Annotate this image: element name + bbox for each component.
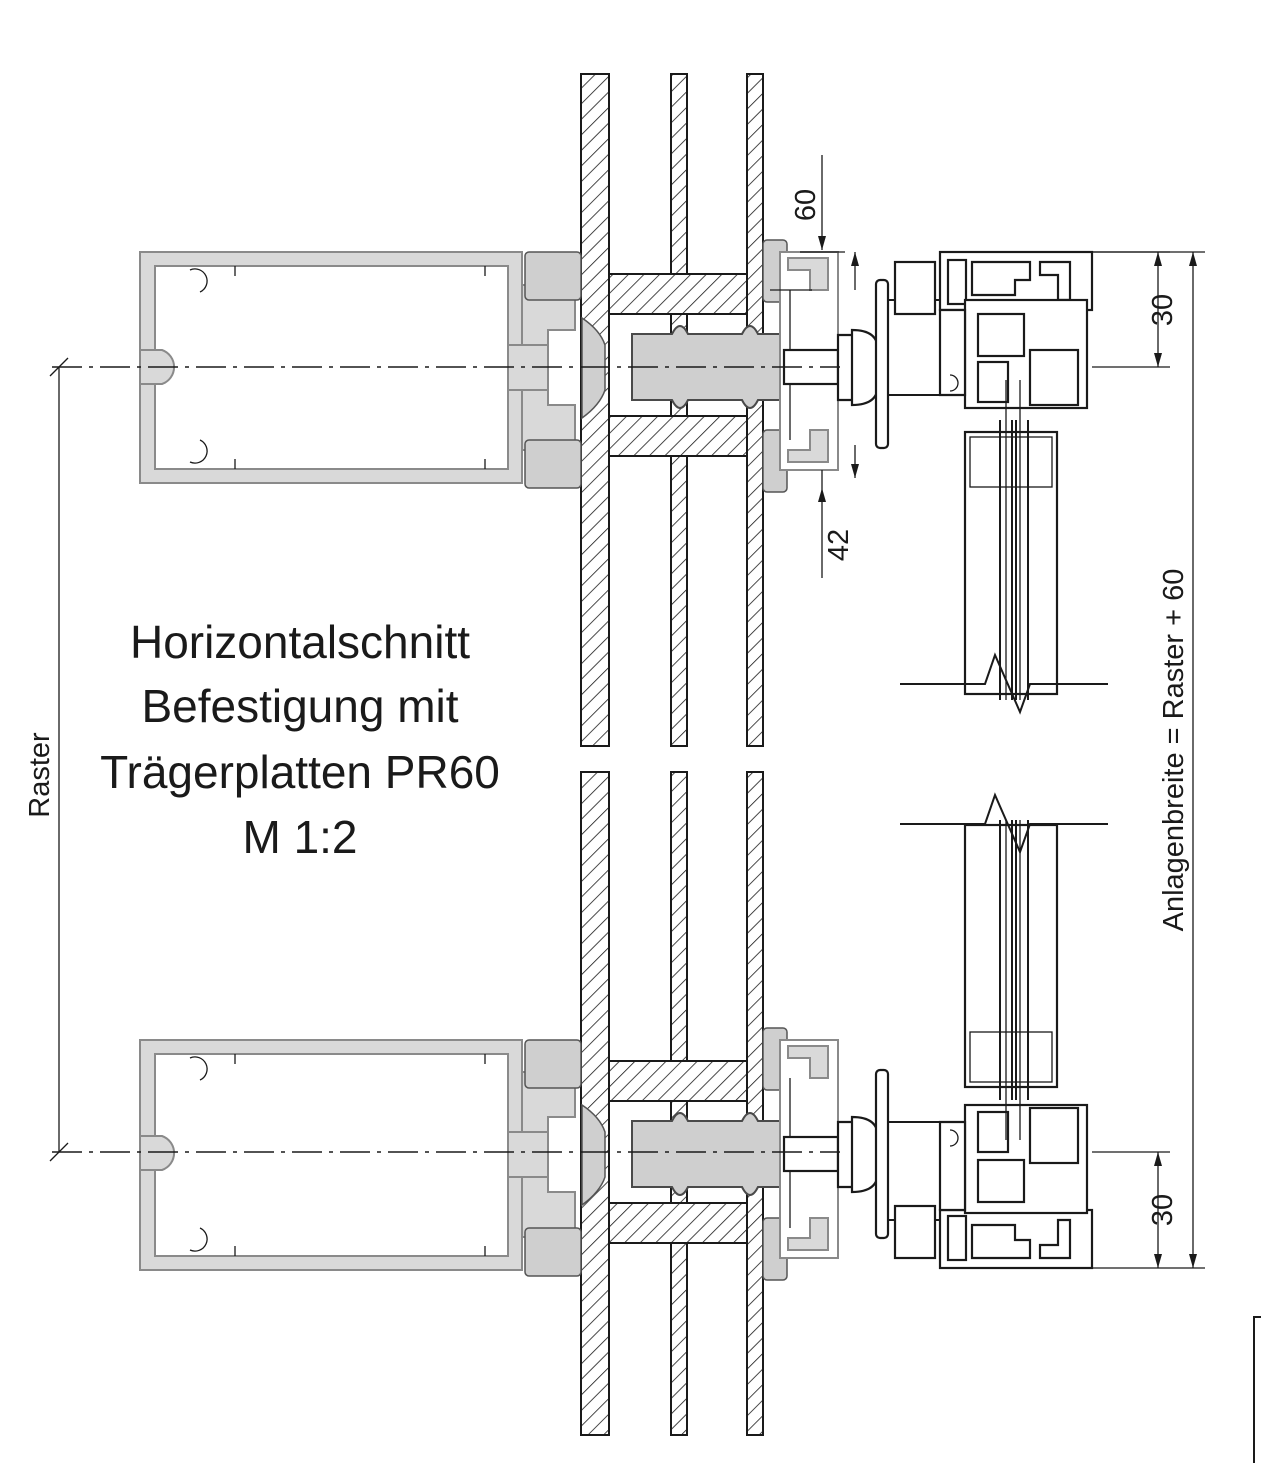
glass-pane-outer-bottom <box>580 771 610 1436</box>
glass-pane-middle-bottom <box>670 771 688 1436</box>
dim-label-gap: 42 <box>823 529 855 561</box>
title-line-1: Horizontalschnitt <box>130 616 470 668</box>
dimension-bracket-bottom <box>1092 1151 1205 1269</box>
spacer-top-2 <box>608 415 748 457</box>
insulator-core-bottom <box>631 1112 783 1196</box>
dimension-top-offset <box>800 155 845 253</box>
title-line-2: Befestigung mit <box>141 680 458 732</box>
gasket-top-1 <box>524 251 582 301</box>
dim-label-top-offset: 60 <box>790 189 822 221</box>
spacer-top-1 <box>608 273 748 315</box>
dim-label-overall: Anlagenbreite = Raster + 60 <box>1158 569 1190 932</box>
break-line-top <box>900 652 1108 715</box>
nut-top <box>893 260 937 316</box>
glass-panes <box>580 73 764 1436</box>
carrier-plate-top <box>874 278 890 450</box>
mullion-assembly-bottom <box>139 792 1108 1281</box>
dim-label-bracket-top: 30 <box>1147 294 1179 326</box>
spacer-bottom-1 <box>608 1060 748 1102</box>
mullion-assembly-top <box>139 239 1108 715</box>
dim-label-grid: Raster <box>24 732 56 818</box>
nut-bottom <box>893 1204 937 1260</box>
dimension-overall <box>1092 251 1205 1268</box>
gasket-top-2 <box>524 439 582 489</box>
spacer-bottom-2 <box>608 1202 748 1244</box>
title-line-3: Trägerplatten PR60 <box>100 746 500 798</box>
dimension-grid <box>49 357 69 1162</box>
break-line-bottom <box>900 792 1108 855</box>
dim-label-bracket-bottom: 30 <box>1147 1194 1179 1226</box>
glass-pane-inner-bottom <box>746 771 764 1436</box>
dimension-gap <box>818 252 859 578</box>
glass-pane-inner-top <box>746 73 764 747</box>
carrier-plate-bottom <box>874 1068 890 1240</box>
frame-border-fragment <box>1253 1316 1261 1463</box>
glass-pane-middle-top <box>670 73 688 747</box>
gasket-bottom-1 <box>524 1039 582 1089</box>
title-line-4: M 1:2 <box>242 811 357 863</box>
gasket-bottom-2 <box>524 1227 582 1277</box>
